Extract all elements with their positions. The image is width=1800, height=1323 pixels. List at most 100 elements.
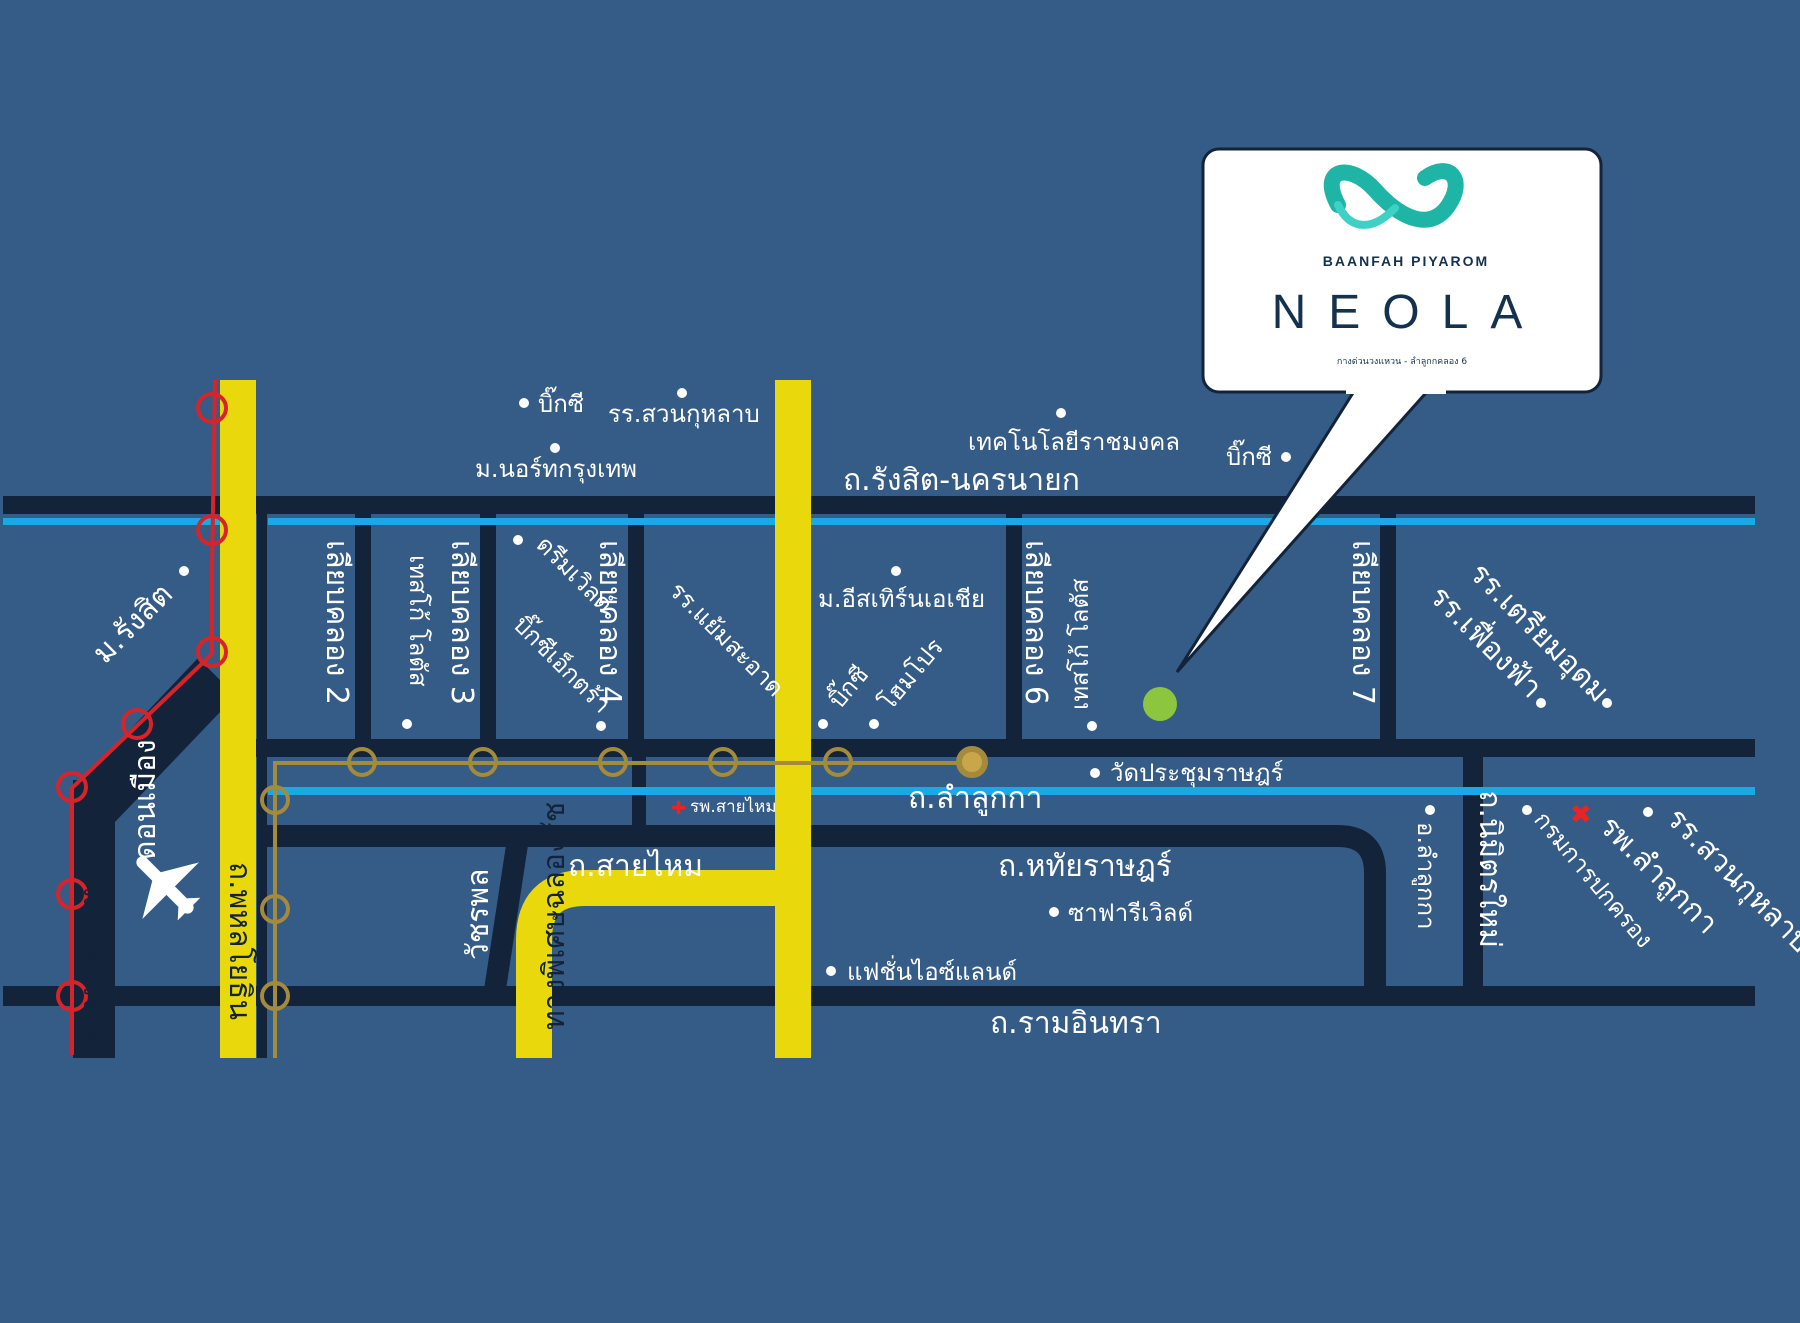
place-dot <box>179 566 189 576</box>
place-dot <box>402 719 412 729</box>
place-saimai-hospital: รพ.สายไหม <box>690 796 777 817</box>
road-label-lam-luk-ka: ถ.ลำลูกกา <box>908 781 1043 816</box>
road-khlong-7 <box>1380 505 1396 746</box>
place-north-bangkok-univ: ม.นอร์ทกรุงเทพ <box>475 455 637 484</box>
place-dot <box>596 721 606 731</box>
place-safari-world: ซาฟารีเวิลด์ <box>1068 899 1193 927</box>
highway-phahonyothin <box>220 380 256 1058</box>
highway-chalong-rat-expressway <box>516 870 793 1058</box>
road-label-khlong-4: เลียบคลอง 4 <box>592 540 627 705</box>
road-khlong-3 <box>480 505 496 746</box>
road-label-expressway: ทางพิเศษฉลองรัช <box>537 802 572 1030</box>
gold-line-track <box>273 761 972 1058</box>
road-label-watcharaphon: วัชรพล <box>461 869 496 960</box>
road-label-khlong-3: เลียบคลอง 3 <box>444 540 479 705</box>
place-dot <box>550 443 560 453</box>
green-line-extension <box>260 746 988 1058</box>
red-line-station <box>196 392 228 424</box>
project-callout[interactable]: BAANFAH PIYAROM NEOLA กางด่วนวงแหวน - ลำ… <box>1201 147 1603 394</box>
red-line-station <box>56 980 88 1012</box>
road-label-phahonyothin: ถ.พหลโยธิน <box>222 862 258 1020</box>
place-bigc-east: บิ๊กซี <box>1226 439 1272 471</box>
place-dot <box>1602 698 1612 708</box>
place-dot <box>1522 805 1532 815</box>
gold-line-station <box>347 747 377 777</box>
place-dot <box>869 719 879 729</box>
gold-line-station <box>260 785 290 815</box>
place-lotus-1: เทสโก้ โลตัส <box>404 555 432 687</box>
red-line-station <box>56 771 88 803</box>
place-suankularb-school: รร.สวนกุหลาบ <box>608 400 760 429</box>
red-line-station <box>196 636 228 668</box>
red-line-rail <box>56 379 228 1055</box>
road-label-sai-mai: ถ.สายไหม <box>568 848 703 884</box>
road-nimit-mai <box>1463 748 1483 995</box>
road-label-khlong-2: เลียบคลอง 2 <box>319 540 354 705</box>
canal-lam-luk-ka <box>268 787 1755 795</box>
gold-line-terminal-station <box>956 746 988 778</box>
gold-line-station <box>708 747 738 777</box>
road-label-viphawadi: ถ.วิภาวดี-รังสิต <box>76 853 111 1050</box>
road-label-ram-intra: ถ.รามอินทรา <box>990 1006 1162 1041</box>
highway-chalong-rat-north <box>775 380 811 1058</box>
road-label-nimit-mai: ถ.นิมิตรใหม่ <box>1472 790 1507 948</box>
hospital-cross-icon: ✖ <box>1570 800 1592 830</box>
road-label-khlong-6: เลียบคลอง 6 <box>1018 540 1053 705</box>
red-line-track <box>70 379 217 1055</box>
road-khlong-6 <box>1006 505 1022 746</box>
red-line-station <box>121 708 153 740</box>
canals <box>3 518 1755 795</box>
road-khlong-4 <box>628 505 644 746</box>
road-label-don-mueang: ดอนเมือง <box>128 739 163 860</box>
place-dot <box>1536 698 1546 708</box>
place-dot <box>513 535 523 545</box>
road-ram-intra <box>3 986 1755 1006</box>
callout-box <box>1201 147 1603 394</box>
project-brand: BAANFAH PIYAROM <box>1323 253 1489 269</box>
gold-line-station <box>598 747 628 777</box>
road-hathai-rat <box>260 825 1386 995</box>
place-lamlukka-district: อ.ลำลูกกา <box>1411 822 1440 929</box>
road-khlong-2 <box>355 505 371 746</box>
place-dot <box>891 566 901 576</box>
place-dot <box>1049 907 1059 917</box>
place-dot <box>519 398 529 408</box>
road-viphawadi-lower <box>73 780 115 1058</box>
place-bigc-north: บิ๊กซี <box>538 386 584 418</box>
place-lotus-2: เทสโก้ โลตัส <box>1066 578 1094 710</box>
road-label-rangsit-nakhon-nayok: ถ.รังสิต-นครนายก <box>843 463 1080 498</box>
place-dot <box>1643 807 1653 817</box>
road-label-hathai-rat: ถ.หทัยราษฎร์ <box>998 849 1172 884</box>
place-rmut: เทคโนโลยีราชมงคล <box>968 428 1180 456</box>
project-location-dot <box>1143 687 1177 721</box>
road-phahonyothin-side <box>257 505 267 1058</box>
gold-line-station <box>468 747 498 777</box>
hospital-cross-icon: ✚ <box>671 798 686 819</box>
red-line-station <box>56 878 88 910</box>
red-line-station <box>196 514 228 546</box>
gold-line-station <box>260 981 290 1011</box>
place-dot <box>1056 408 1066 418</box>
project-name: NEOLA <box>1272 286 1545 339</box>
road-viphawadi-diagonal <box>73 658 222 822</box>
road-watcharaphon <box>483 832 530 996</box>
canal-rangsit-east <box>268 518 1755 525</box>
place-dot <box>1087 721 1097 731</box>
place-dot <box>826 966 836 976</box>
road-lam-luk-ka <box>230 739 1755 757</box>
place-dot <box>677 388 687 398</box>
neola-logo-icon <box>1323 163 1464 229</box>
callout-joint <box>1346 378 1446 394</box>
place-dot <box>1425 805 1435 815</box>
place-fashion-island: แฟชั่นไอซ์แลนด์ <box>847 955 1017 986</box>
canal-rangsit-west <box>3 518 255 525</box>
place-wat-prachum: วัดประชุมราษฎร์ <box>1110 759 1283 788</box>
place-dot <box>818 719 828 729</box>
place-dot <box>1281 452 1291 462</box>
place-eastern-asia-univ: ม.อีสเทิร์นเอเชีย <box>818 585 985 613</box>
gold-line-station <box>823 747 853 777</box>
place-dot <box>1090 768 1100 778</box>
highways <box>220 380 811 1058</box>
gold-line-station <box>260 894 290 924</box>
